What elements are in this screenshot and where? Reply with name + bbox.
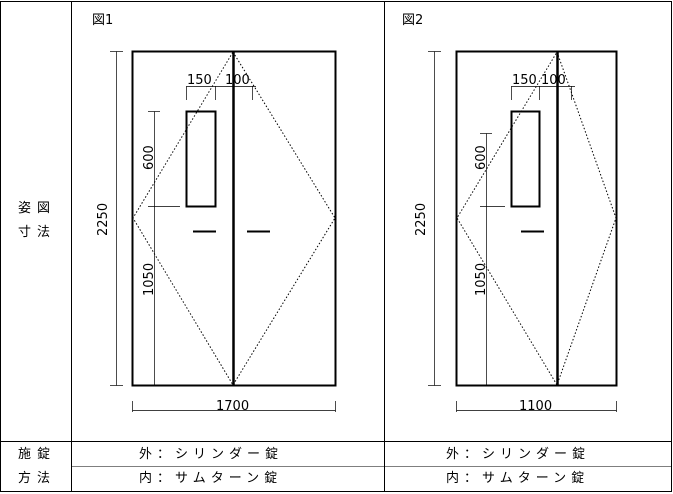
figure1-dim-width: 1700 — [216, 399, 250, 414]
figure1-title: 図1 — [92, 13, 114, 28]
figure1-dim-150: 150 — [187, 73, 212, 88]
figure2-title: 図2 — [402, 13, 424, 28]
figure1-drawing — [110, 50, 337, 412]
figure1-dimension-lines — [110, 51, 336, 412]
figure2-door-frame — [455, 50, 618, 387]
lock2-inside: 内：サムターン錠 — [446, 471, 590, 486]
figure2-dim-1050: 1050 — [474, 262, 489, 296]
lock1-inside: 内：サムターン錠 — [139, 471, 283, 486]
figure2-dim-100: 100 — [541, 73, 566, 88]
figure2-dimension-lines — [428, 51, 617, 412]
row2-label-line2: 方法 — [18, 471, 57, 486]
figure2-dim-150: 150 — [512, 73, 537, 88]
lock2-outside: 外：シリンダー錠 — [446, 447, 591, 462]
figure2-swing-diamond — [456, 50, 617, 387]
row1-label-line1: 姿図 — [18, 201, 57, 216]
figure2-dim-width: 1100 — [519, 399, 553, 414]
figure1-dim-600: 600 — [142, 145, 157, 170]
figure2-dim-600: 600 — [474, 145, 489, 170]
figure2-window — [510, 110, 541, 208]
figure1-dim-1050: 1050 — [142, 262, 157, 296]
figure1-swing-diamond — [132, 51, 336, 386]
figure1-window — [185, 110, 217, 208]
lock1-outside: 外：シリンダー錠 — [139, 447, 284, 462]
row1-label-line2: 寸法 — [18, 225, 57, 240]
figure2-dim-height: 2250 — [414, 202, 429, 236]
figure2-drawing — [428, 50, 618, 412]
figure1-dim-height: 2250 — [96, 202, 111, 236]
figure1-dim-100: 100 — [225, 73, 250, 88]
row2-label-line1: 施錠 — [18, 447, 57, 462]
